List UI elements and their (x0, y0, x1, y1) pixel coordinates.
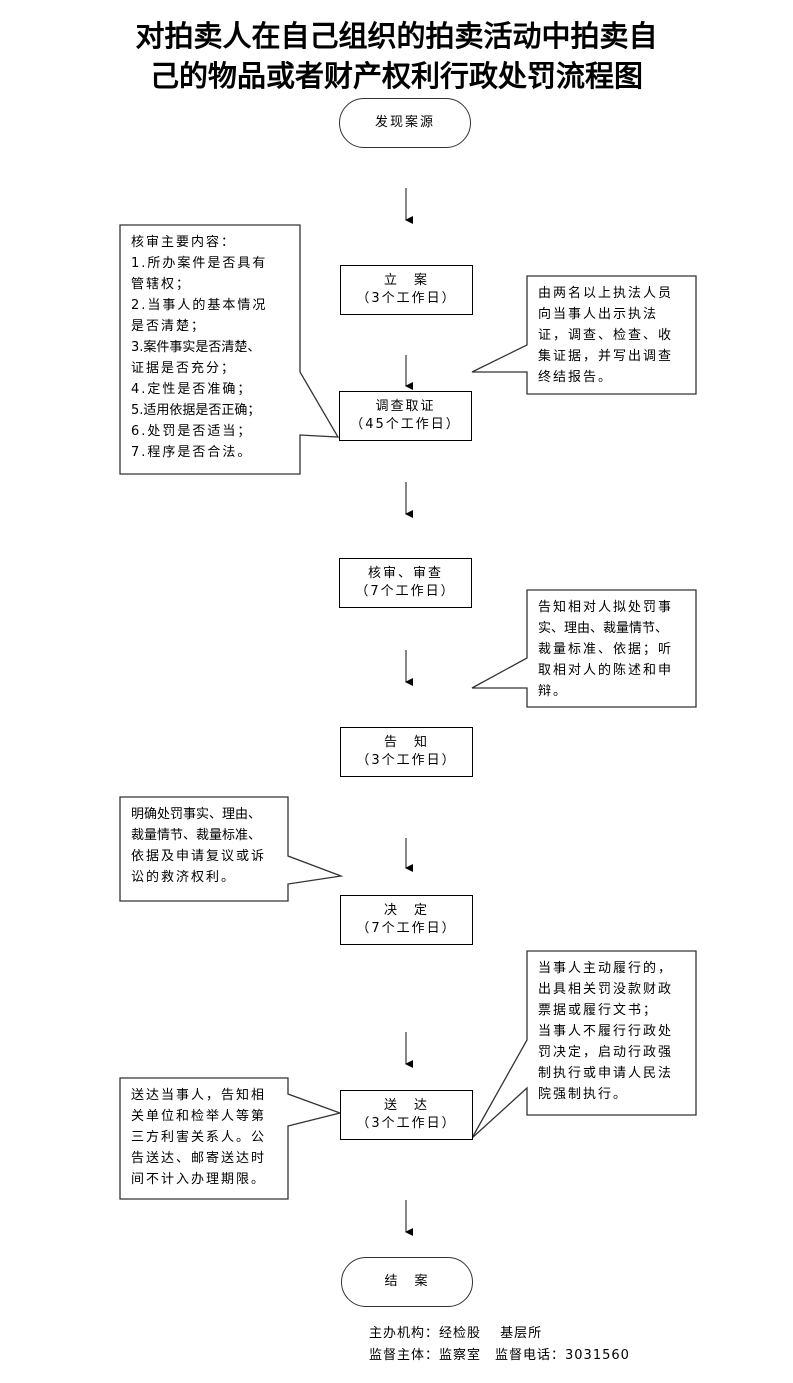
note-line: 关单位和检举人等第 (131, 1109, 267, 1124)
notify-duration: （3个工作日） (356, 753, 457, 768)
note-line: 证，调查、检查、收 (538, 328, 674, 343)
review-name: 核审、审查 (367, 566, 443, 581)
notify-name: 告 知 (383, 735, 429, 750)
note-line: 依据及申请复议或诉 (131, 849, 267, 864)
page-title-line-1: 对拍卖人在自己组织的拍卖活动中拍卖自 (135, 19, 658, 53)
file-case-duration: （3个工作日） (356, 291, 457, 306)
notify-node: 告 知 （3个工作日） (340, 727, 473, 777)
note-line: 票据或履行文书； (538, 1003, 659, 1018)
note-deliver: 送达当事人，告知相 关单位和检举人等第 三方利害关系人。公 告送达、邮寄送达时 … (121, 1079, 289, 1190)
footer-supervision: 监督主体：监察室 监督电话：3031560 (369, 1348, 630, 1363)
note-line: 实、理由、裁量情节、 (538, 621, 669, 636)
file-case-node: 立 案 （3个工作日） (340, 265, 473, 315)
note-line: 告知相对人拟处罚事 (538, 600, 674, 615)
note-line: 4.定性是否准确； (131, 382, 253, 397)
note-line: 是否清楚； (131, 319, 207, 334)
callout-review-items (119, 224, 340, 475)
note-line: 讼的救济权利。 (131, 870, 237, 885)
note-line: 三方利害关系人。公 (131, 1130, 267, 1145)
decide-name: 决 定 (383, 903, 429, 918)
note-line: 2.当事人的基本情况 (131, 298, 268, 313)
footer-organizer: 主办机构：经检股 基层所 (369, 1326, 543, 1341)
note-line: 当事人不履行行政处 (538, 1024, 674, 1039)
note-line: 6.处罚是否适当； (131, 424, 253, 439)
callout-notify (471, 589, 697, 708)
note-line: 由两名以上执法人员 (538, 286, 674, 301)
note-line: 5.适用依据是否正确； (131, 403, 261, 418)
note-decide: 明确处罚事实、理由、 裁量情节、裁量标准、 依据及申请复议或诉 讼的救济权利。 (121, 798, 289, 888)
investigate-duration: （45个工作日） (350, 417, 461, 432)
note-line: 7.程序是否合法。 (131, 445, 253, 460)
review-duration: （7个工作日） (355, 584, 456, 599)
review-node: 核审、审查 （7个工作日） (339, 558, 472, 608)
decide-duration: （7个工作日） (356, 921, 457, 936)
callout-enforce (471, 950, 697, 1139)
note-line: 院强制执行。 (538, 1087, 629, 1102)
deliver-duration: （3个工作日） (356, 1116, 457, 1131)
note-line: 1.所办案件是否具有 (131, 256, 268, 271)
callout-investigate (471, 275, 697, 395)
start-label: 发现案源 (374, 115, 435, 130)
decide-node: 决 定 （7个工作日） (340, 895, 473, 945)
note-line: 取相对人的陈述和申 (538, 663, 674, 678)
note-line: 证据是否充分； (131, 361, 237, 376)
note-line: 出具相关罚没款财政 (538, 982, 674, 997)
note-line: 告送达、邮寄送达时 (131, 1151, 267, 1166)
start-node: 发现案源 (339, 98, 471, 148)
end-node: 结 案 (341, 1257, 473, 1307)
deliver-node: 送 达 （3个工作日） (340, 1090, 473, 1140)
note-line: 裁量情节、裁量标准、 (131, 828, 262, 843)
investigate-node: 调查取证 （45个工作日） (339, 391, 472, 441)
page-title-line-2: 己的物品或者财产权利行政处罚流程图 (149, 59, 643, 93)
note-line: 核审主要内容： (131, 235, 237, 250)
note-review-items: 核审主要内容： 1.所办案件是否具有 管辖权； 2.当事人的基本情况 是否清楚；… (121, 226, 301, 463)
note-line: 3.案件事实是否清楚、 (131, 340, 261, 355)
note-line: 管辖权； (131, 277, 192, 292)
note-line: 明确处罚事实、理由、 (131, 807, 262, 822)
note-line: 辩。 (538, 684, 569, 699)
file-case-name: 立 案 (383, 273, 429, 288)
callout-decide (119, 796, 344, 902)
end-label: 结 案 (384, 1274, 430, 1289)
note-line: 当事人主动履行的， (538, 961, 674, 976)
deliver-name: 送 达 (383, 1098, 429, 1113)
investigate-name: 调查取证 (375, 399, 436, 414)
callout-deliver (119, 1077, 343, 1200)
note-line: 送达当事人，告知相 (131, 1088, 267, 1103)
note-line: 向当事人出示执法 (538, 307, 659, 322)
note-investigate: 由两名以上执法人员 向当事人出示执法 证，调查、检查、收 集证据，并写出调查 终… (528, 277, 696, 388)
note-notify: 告知相对人拟处罚事 实、理由、裁量情节、 裁量标准、依据；听 取相对人的陈述和申… (528, 591, 696, 702)
note-line: 制执行或申请人民法 (538, 1066, 674, 1081)
note-line: 裁量标准、依据；听 (538, 642, 674, 657)
note-line: 集证据，并写出调查 (538, 349, 674, 364)
note-line: 间不计入办理期限。 (131, 1172, 267, 1187)
note-enforce: 当事人主动履行的， 出具相关罚没款财政 票据或履行文书； 当事人不履行行政处 罚… (528, 952, 696, 1105)
note-line: 罚决定，启动行政强 (538, 1045, 674, 1060)
note-line: 终结报告。 (538, 370, 614, 385)
